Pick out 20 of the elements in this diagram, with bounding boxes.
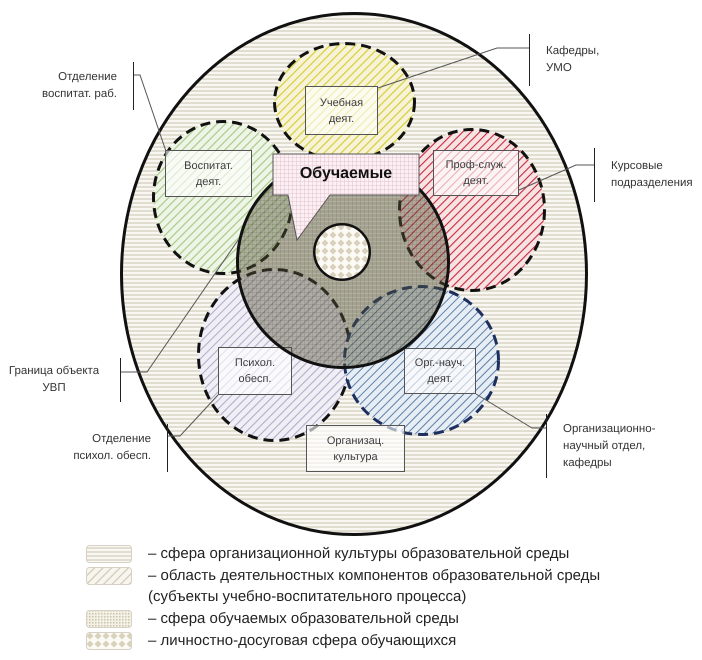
text-box: Организац. культура: [306, 425, 405, 472]
leader-line: [378, 48, 530, 88]
legend-text: – сфера организационной культуры образовательной среды: [148, 544, 570, 564]
bracket-label: Кафедры, УМО: [529, 34, 609, 86]
bracket-label: Организационно-научный отдел, кафедры: [546, 414, 676, 478]
text-box: Проф-служ. деят.: [433, 150, 519, 196]
legend-text: – личностно-досуговая сфера обучающихся: [148, 631, 458, 651]
leader-line: [476, 394, 546, 428]
text-box: Орг.-науч. деят.: [404, 348, 476, 394]
text-box: Воспитат. деят.: [165, 150, 252, 197]
callout-title: Обучаемые: [298, 164, 394, 184]
legend-text: – область деятельностных компонентов образовательной среды (субъекты учебно-воспитательного процесса): [148, 566, 602, 607]
text-box: Психол. обесп.: [218, 347, 292, 395]
leader-line: [134, 74, 166, 152]
text-box: Учебная деят.: [305, 86, 378, 135]
bracket-label: Граница объекта УВП: [0, 358, 121, 402]
legend-text: – сфера обучаемых образовательной среды: [148, 609, 460, 629]
bracket-label: Курсовые подразделения: [594, 148, 702, 202]
bracket-label: Отделение воспитат. раб.: [24, 62, 134, 110]
bracket-label: Отделение психол. обесп.: [56, 424, 168, 472]
